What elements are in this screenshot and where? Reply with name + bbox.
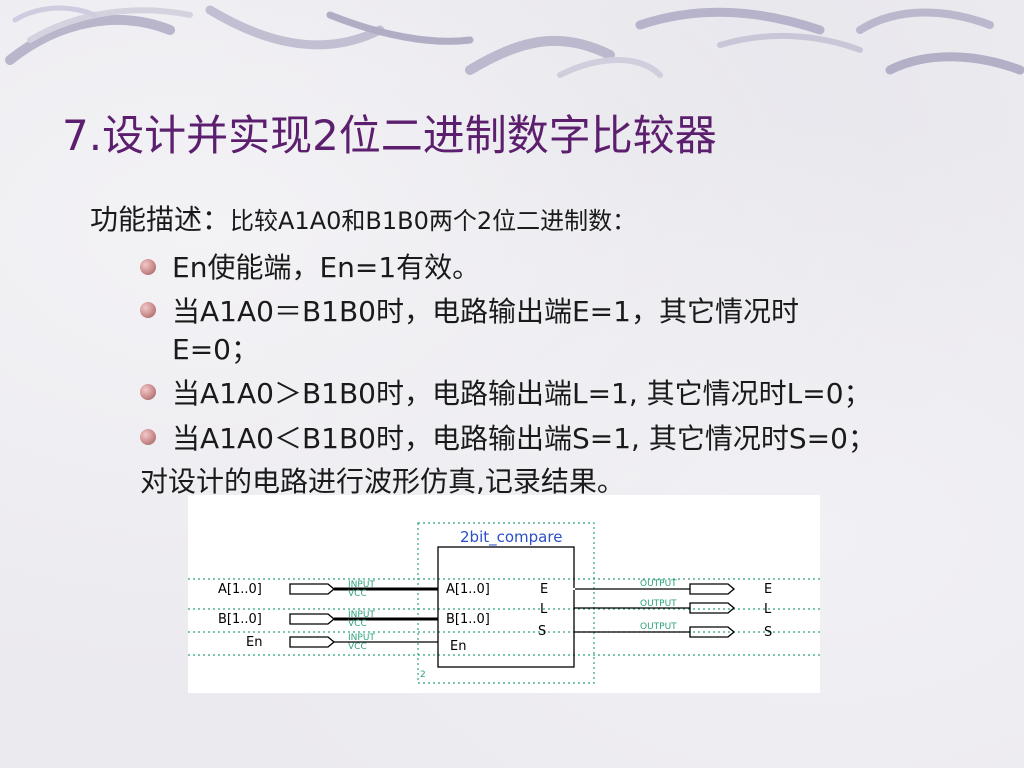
intro-body: 比较A1A0和B1B0两个2位二进制数： <box>230 207 637 235</box>
bullet-icon <box>140 259 156 275</box>
output-pin-e: E <box>764 582 772 597</box>
bullet-icon <box>140 384 156 400</box>
bullet-item-greater: 当A1A0＞B1B0时，电路输出端L=1, 其它情况时L=0； <box>172 377 872 410</box>
input-sub-en: VCC <box>348 642 367 652</box>
block-port-en: En <box>450 639 466 654</box>
bullet-item-equal-cont: E=0； <box>172 333 259 366</box>
input-sub-a: VCC <box>348 589 367 599</box>
output-tag-l: OUTPUT <box>640 599 677 609</box>
block-port-l: L <box>540 602 548 617</box>
input-tag-a: INPUT <box>348 580 375 590</box>
block-title: 2bit_compare <box>460 528 562 547</box>
bullet-item-less: 当A1A0＜B1B0时，电路输出端S=1, 其它情况时S=0； <box>172 422 876 455</box>
output-pin-s: S <box>764 625 772 640</box>
input-pin-a: A[1..0] <box>218 582 262 597</box>
output-pin-l: L <box>764 602 772 617</box>
bullet-item-enable: En使能端，En=1有效。 <box>172 251 481 284</box>
input-tag-b: INPUT <box>348 610 375 620</box>
input-pin-en: En <box>246 635 262 650</box>
instance-label: 2 <box>420 670 426 680</box>
bullet-item-equal: 当A1A0＝B1B0时，电路输出端E=1，其它情况时 <box>172 295 799 328</box>
block-port-e: E <box>540 582 548 597</box>
slide-title: 7.设计并实现2位二进制数字比较器 <box>62 111 717 160</box>
block-port-s: S <box>538 624 546 639</box>
output-tag-s: OUTPUT <box>640 622 677 632</box>
footer-instruction: 对设计的电路进行波形仿真,记录结果。 <box>140 465 625 498</box>
bullet-icon <box>140 429 156 445</box>
block-port-b: B[1..0] <box>446 612 490 627</box>
bullet-icon <box>140 302 156 318</box>
input-tag-en: INPUT <box>348 633 375 643</box>
decorative-swirl-banner <box>5 5 1024 78</box>
input-pin-b: B[1..0] <box>218 612 262 627</box>
input-sub-b: VCC <box>348 619 367 629</box>
intro-line: 功能描述：比较A1A0和B1B0两个2位二进制数： <box>90 198 636 238</box>
output-tag-e: OUTPUT <box>640 579 677 589</box>
circuit-schematic: INPUT VCC INPUT VCC INPUT VCC OUTPUT OUT… <box>188 495 820 693</box>
compare-block <box>437 546 575 668</box>
block-port-a: A[1..0] <box>446 582 490 597</box>
intro-heading: 功能描述： <box>90 203 231 236</box>
